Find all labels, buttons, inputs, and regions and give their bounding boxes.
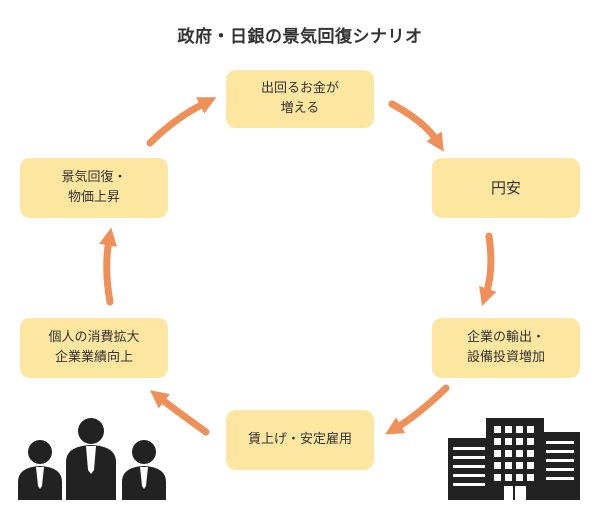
node-label: 個人の消費拡大 企業業績向上 (48, 330, 140, 365)
node-recovery-prices: 景気回復・ 物価上昇 (20, 158, 168, 218)
node-consumption-earnings: 個人の消費拡大 企業業績向上 (20, 318, 168, 378)
arrow-4-to-5 (149, 390, 210, 436)
arrow-3-to-4 (385, 384, 450, 435)
node-label: 企業の輸出・ 設備投資増加 (466, 330, 545, 365)
node-weak-yen: 円安 (432, 158, 580, 218)
node-label: 円安 (490, 179, 521, 197)
arrow-6-to-1 (146, 97, 217, 147)
node-money-supply: 出回るお金が 増える (226, 70, 374, 128)
businessmen-group-icon (18, 418, 166, 500)
arrow-1-to-2 (388, 100, 444, 152)
node-label: 出回るお金が 増える (260, 81, 339, 116)
node-label: 賃上げ・安定雇用 (247, 432, 352, 447)
arrow-2-to-3 (479, 232, 497, 307)
office-buildings-icon (448, 418, 580, 500)
node-label: 景気回復・ 物価上昇 (61, 170, 127, 205)
arrow-5-to-6 (99, 227, 117, 306)
node-wages-employment: 賃上げ・安定雇用 (226, 410, 374, 470)
node-exports-investment: 企業の輸出・ 設備投資増加 (432, 318, 580, 378)
diagram-title: 政府・日銀の景気回復シナリオ (177, 27, 423, 47)
